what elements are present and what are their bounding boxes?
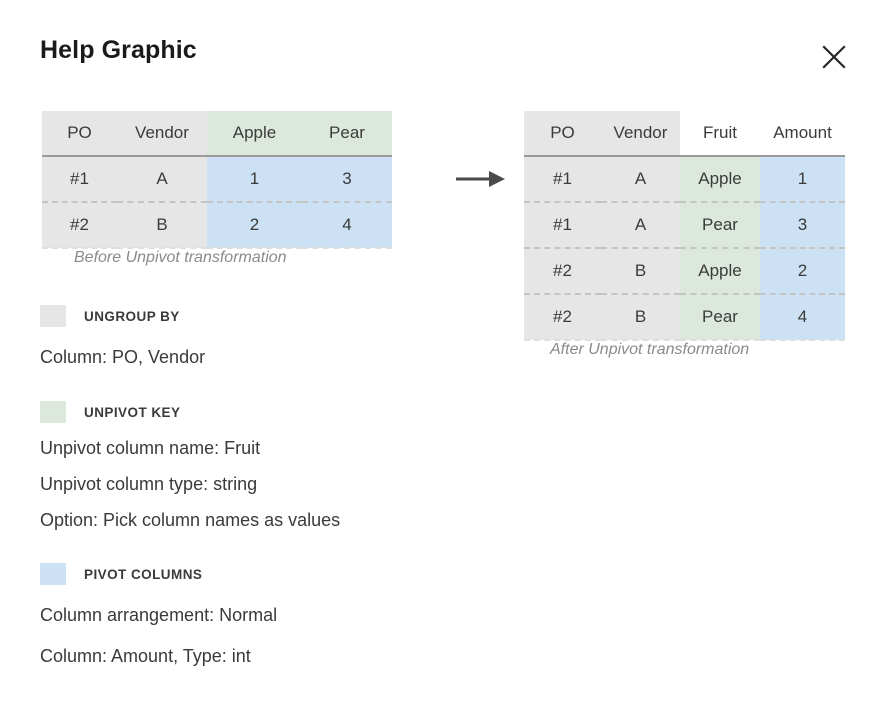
legend-title-ungroup-by: Ungroup by: [84, 308, 180, 324]
legend-pivot-columns: Pivot columns Column arrangement: Normal…: [40, 563, 277, 667]
table-row: #1 A Pear 3: [524, 201, 845, 248]
legend-ungroup-by: Ungroup by Column: PO, Vendor: [40, 305, 205, 368]
cell-fruit: Pear: [680, 293, 760, 341]
cell-vendor: B: [601, 247, 680, 294]
column-header-vendor: Vendor: [601, 111, 680, 157]
table-header-row: PO Vendor Apple Pear: [42, 111, 392, 157]
legend-header: Pivot columns: [40, 563, 277, 585]
cell-po: #2: [42, 201, 117, 249]
color-swatch-green-icon: [40, 401, 66, 423]
cell-po: #2: [524, 247, 601, 294]
column-header-pear: Pear: [302, 111, 392, 157]
cell-amount: 3: [760, 201, 845, 248]
color-swatch-blue-icon: [40, 563, 66, 585]
cell-vendor: B: [601, 293, 680, 341]
cell-pear: 3: [302, 156, 392, 202]
column-header-po: PO: [524, 111, 601, 157]
legend-detail-line: Option: Pick column names as values: [40, 510, 341, 530]
legend-detail-line: Column: PO, Vendor: [40, 347, 206, 367]
arrow-right-icon: [455, 168, 510, 195]
cell-vendor: A: [601, 201, 680, 248]
cell-apple: 1: [207, 156, 302, 202]
cell-pear: 4: [302, 201, 392, 249]
cell-fruit: Apple: [680, 247, 760, 294]
cell-po: #1: [42, 156, 117, 202]
table-header-row: PO Vendor Fruit Amount: [524, 111, 845, 157]
cell-po: #1: [524, 201, 601, 248]
column-header-fruit: Fruit: [680, 111, 760, 157]
cell-amount: 4: [760, 293, 845, 341]
cell-vendor: A: [601, 156, 680, 202]
legend-header: Ungroup by: [40, 305, 205, 327]
cell-po: #2: [524, 293, 601, 341]
cell-po: #1: [524, 156, 601, 202]
cell-fruit: Apple: [680, 156, 760, 202]
before-table-caption: Before Unpivot transformation: [74, 249, 287, 266]
legend-header: Unpivot key: [40, 401, 340, 423]
legend-detail-line: Unpivot column type: string: [40, 474, 258, 494]
legend-title-pivot-columns: Pivot columns: [84, 566, 203, 582]
column-header-amount: Amount: [760, 111, 845, 157]
after-unpivot-table: PO Vendor Fruit Amount #1 A Apple 1 #1 A…: [524, 111, 845, 341]
legend-detail-line: Column: Amount, Type: int: [40, 646, 251, 666]
table-row: #1 A 1 3: [42, 156, 392, 202]
color-swatch-gray-icon: [40, 305, 66, 327]
column-header-vendor: Vendor: [117, 111, 207, 157]
cell-amount: 1: [760, 156, 845, 202]
cell-apple: 2: [207, 201, 302, 249]
column-header-apple: Apple: [207, 111, 302, 157]
after-table-caption: After Unpivot transformation: [550, 341, 750, 358]
table-row: #2 B Apple 2: [524, 247, 845, 294]
legend-detail-line: Column arrangement: Normal: [40, 605, 278, 625]
close-icon: [816, 39, 852, 75]
legend-unpivot-key: Unpivot key Unpivot column name: Fruit U…: [40, 401, 340, 531]
cell-vendor: A: [117, 156, 207, 202]
table-row: #2 B Pear 4: [524, 293, 845, 341]
legend-title-unpivot-key: Unpivot key: [84, 404, 181, 420]
close-button[interactable]: [816, 39, 852, 75]
table-row: #1 A Apple 1: [524, 156, 845, 202]
cell-vendor: B: [117, 201, 207, 249]
before-unpivot-table: PO Vendor Apple Pear #1 A 1 3 #2 B 2 4: [42, 111, 392, 249]
page-title: Help Graphic: [40, 36, 197, 64]
cell-fruit: Pear: [680, 201, 760, 248]
column-header-po: PO: [42, 111, 117, 157]
legend-detail-line: Unpivot column name: Fruit: [40, 438, 261, 458]
cell-amount: 2: [760, 247, 845, 294]
table-row: #2 B 2 4: [42, 201, 392, 249]
